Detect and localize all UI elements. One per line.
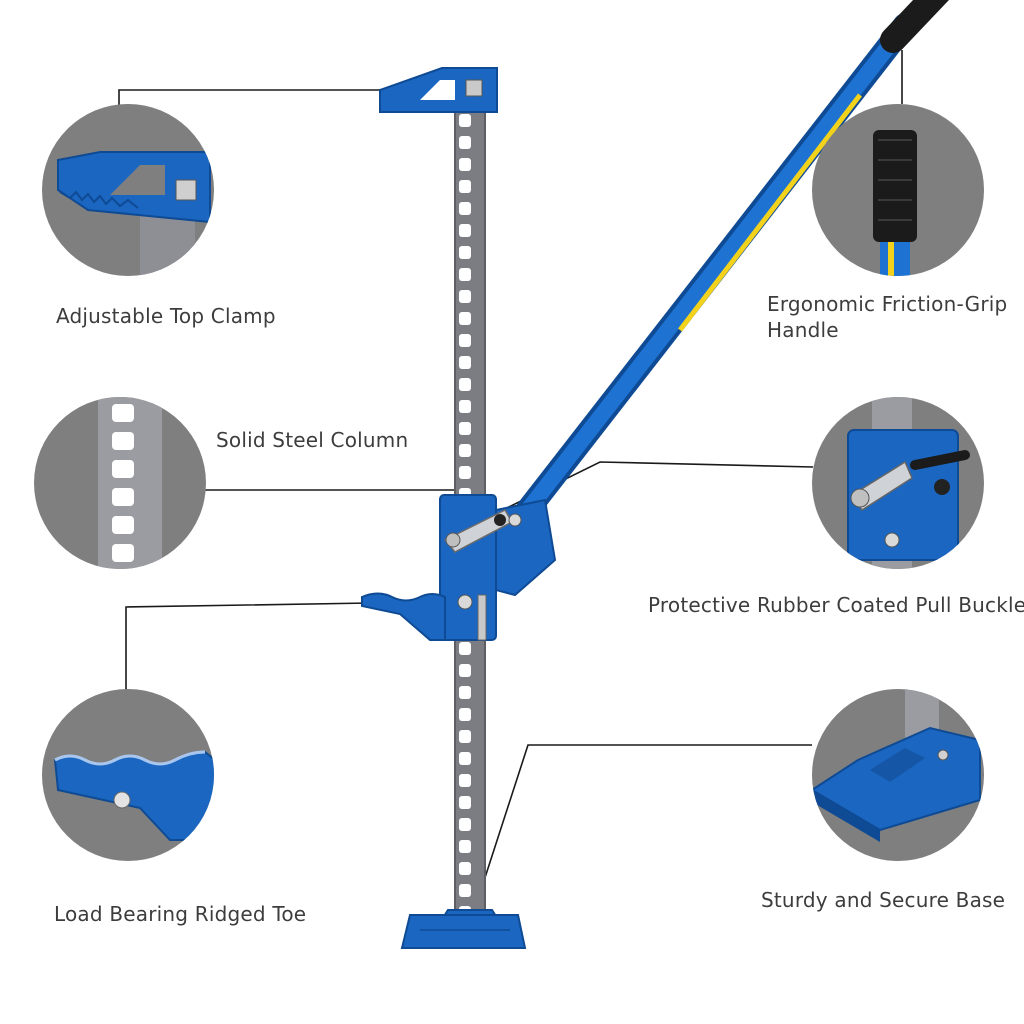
label-buckle: Protective Rubber Coated Pull Buckle	[648, 593, 1024, 617]
label-top-clamp: Adjustable Top Clamp	[56, 304, 276, 328]
jack-main	[361, 0, 949, 949]
jack-base	[400, 909, 527, 949]
label-handle-line1: Ergonomic Friction-Grip	[767, 292, 1008, 316]
jack-handle	[508, 0, 949, 532]
label-base: Sturdy and Secure Base	[761, 888, 1006, 912]
leader-toe	[125, 602, 371, 690]
label-column: Solid Steel Column	[216, 428, 409, 452]
detail-circle-grip	[812, 104, 984, 276]
label-toe: Load Bearing Ridged Toe	[54, 902, 307, 926]
top-clamp	[379, 67, 498, 113]
leader-base	[467, 744, 812, 931]
detail-circle-top-clamp	[42, 104, 214, 276]
detail-circle-buckle	[812, 397, 984, 569]
detail-circle-column	[34, 397, 206, 569]
ridged-toe	[361, 592, 446, 641]
detail-circle-toe	[42, 689, 214, 861]
detail-circle-base	[812, 689, 984, 861]
label-handle-line2: Handle	[767, 318, 839, 342]
leader-lines	[118, 50, 903, 931]
lifting-mechanism	[439, 494, 557, 641]
